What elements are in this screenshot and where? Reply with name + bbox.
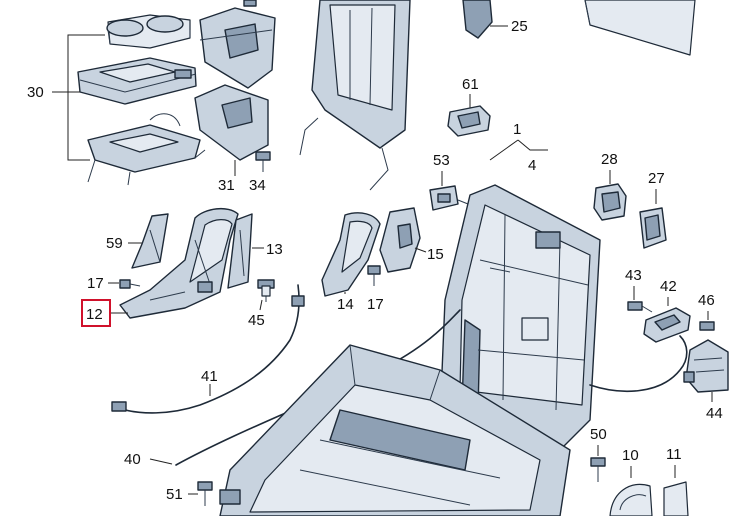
armrest-tray [77,57,197,105]
cup-holder-insert [106,14,191,49]
bolt-50 [590,457,606,482]
trim-cover-15 [379,207,421,273]
callout-17b: 17 [367,296,384,313]
callout-40: 40 [124,451,141,468]
cable-clip-right [683,371,695,383]
leader-30 [52,34,105,161]
callout-50: 50 [590,426,607,443]
callout-11: 11 [666,446,682,463]
callout-10: 10 [622,447,639,464]
bolt-46 [699,321,715,331]
armrest-frame [87,113,206,186]
callout-51: 51 [166,486,183,503]
callout-31: 31 [218,177,235,194]
bolt-17a [119,279,141,289]
seat-side-trim-14 [321,212,381,297]
bolt-17b [367,265,381,286]
bolt-51 [197,481,213,506]
callout-46: 46 [698,292,715,309]
leader-45 [259,299,263,311]
callout-61: 61 [462,76,479,93]
bracket-13 [227,213,253,289]
callout-53: 53 [433,152,450,169]
release-cable-41 [117,284,300,414]
callout-12: 12 [86,306,103,323]
callout-15: 15 [427,246,444,263]
highlight-box-12 [81,299,111,327]
trim-clip-53 [429,185,469,211]
callout-28: 28 [601,151,618,168]
bolt-45 [257,279,275,302]
callout-45: 45 [248,312,265,329]
bolt-43 [627,301,653,313]
seat-cushion-frame [219,344,571,516]
bolt-34 [255,151,271,172]
bracket-44 [685,339,729,393]
bolt-top [243,0,257,7]
lock-striker-28 [593,183,627,221]
hinge-bracket-lower [194,84,269,161]
callout-59: 59 [106,235,123,252]
callout-1: 1 [513,121,521,138]
callout-4: 4 [528,157,536,174]
callout-14: 14 [337,296,354,313]
trim-11 [663,481,689,516]
trim-piece-59 [131,213,169,269]
cover-27 [639,207,667,249]
latch-cover-25 [462,0,493,39]
callout-43: 43 [625,267,642,284]
callout-30: 30 [27,84,44,101]
seat-side-trim-12 [119,207,239,319]
callout-41: 41 [201,368,218,385]
callout-25: 25 [511,18,528,35]
backrest-frame-center [299,0,411,191]
latch-42 [643,307,691,343]
callout-44: 44 [706,405,723,422]
side-trim-panel [584,0,696,56]
leader-40 [149,458,173,465]
release-cable-right [589,335,688,393]
cable-end-41 [291,295,305,307]
hinge-bracket-upper [199,7,276,89]
leader-15 [414,247,427,253]
release-handle-61 [447,105,491,137]
callout-34: 34 [249,177,266,194]
callout-27: 27 [648,170,665,187]
backrest-frame-main [439,184,601,451]
cover-cap-10 [609,484,653,516]
callout-17a: 17 [87,275,104,292]
callout-13: 13 [266,241,283,258]
cable-clip-41 [111,401,127,412]
leader-1 [489,139,548,161]
callout-42: 42 [660,278,677,295]
